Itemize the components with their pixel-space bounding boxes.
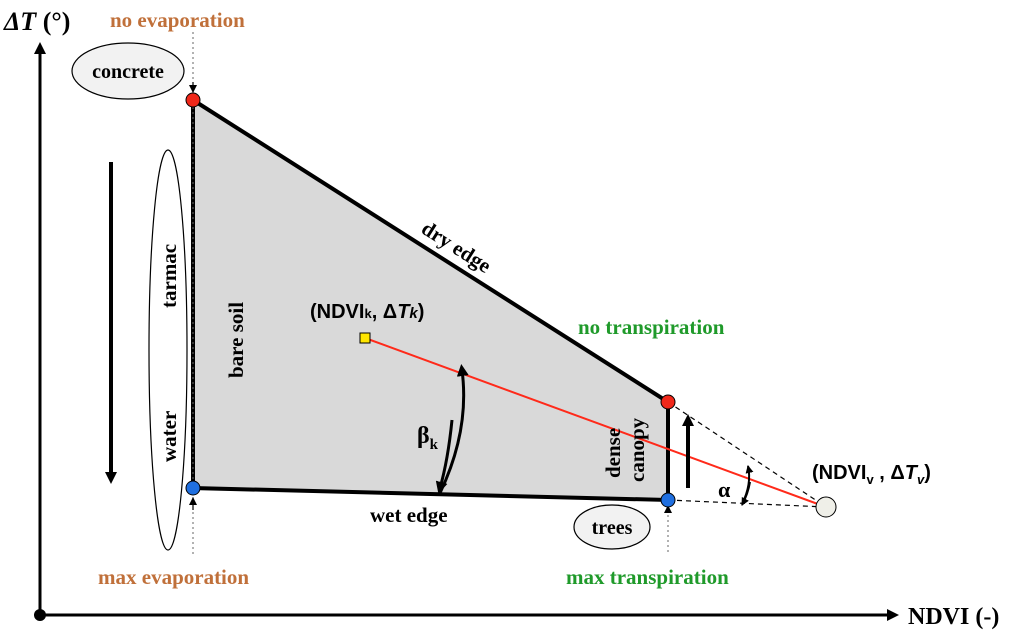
- pixel-point-label: (NDVIk, ΔTk): [310, 301, 424, 323]
- beta-label: βk: [417, 423, 439, 453]
- trees-point-dot: [660, 492, 676, 508]
- water-point-dot: [185, 480, 201, 496]
- alpha-angle-arc-start: [741, 481, 751, 506]
- vanishing-point-dot: [815, 496, 837, 518]
- no-transpiration-point-dot: [660, 394, 676, 410]
- beta-angle-arc-start: [435, 419, 454, 494]
- canopy-label: canopy: [625, 417, 649, 482]
- origin-dot: [34, 609, 46, 621]
- pixel-marker: [359, 332, 371, 344]
- no-evaporation-label: no evaporation: [110, 8, 245, 32]
- max-evaporation-label: max evaporation: [98, 565, 249, 589]
- water-label: water: [157, 411, 181, 462]
- dashed-wet-extension: [667, 499, 827, 508]
- vanishing-point-label: (NDVIv , ΔTv): [812, 462, 931, 487]
- bare-soil-label: bare soil: [224, 302, 248, 378]
- tarmac-label: tarmac: [157, 244, 181, 308]
- max-transpiration-label: max transpiration: [566, 565, 729, 589]
- dashed-dry-extension: [667, 401, 827, 508]
- beta-angle-arc: [438, 364, 469, 494]
- no-transpiration-label: no transpiration: [578, 315, 725, 339]
- water-tarmac-ellipse: [148, 149, 188, 551]
- trees-ellipse: [573, 504, 651, 550]
- concrete-label: concrete: [92, 61, 164, 83]
- dense-label: dense: [601, 428, 625, 478]
- concrete-point-dot: [185, 92, 201, 108]
- wet-edge-label: wet edge: [370, 503, 448, 527]
- concrete-ellipse: [71, 42, 185, 100]
- trees-label: trees: [592, 517, 633, 539]
- x-axis-label: NDVI (-): [908, 604, 999, 630]
- alpha-label: α: [718, 477, 731, 502]
- y-axis-label: ΔT (°): [3, 7, 70, 36]
